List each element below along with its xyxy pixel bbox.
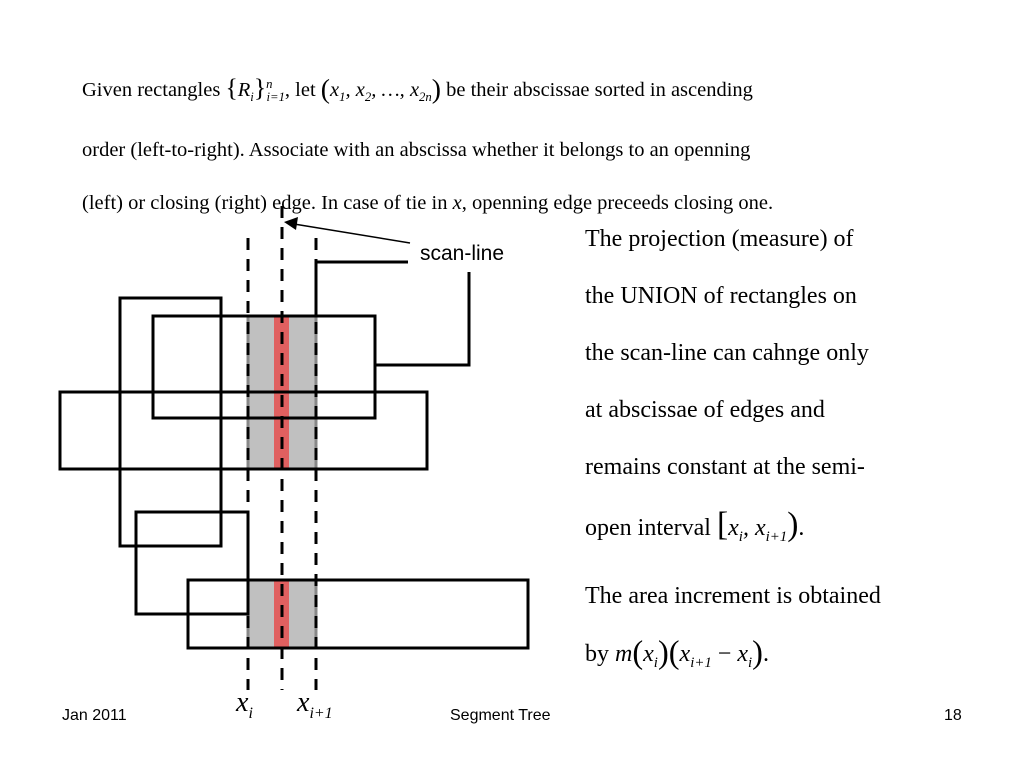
scanline-label-bracket-right bbox=[375, 272, 471, 367]
side-line-5: remains constant at the semi- bbox=[585, 454, 865, 480]
side-line-3: the scan-line can cahnge only bbox=[585, 340, 869, 366]
rectangles-diagram: scan-line xi xi+1 bbox=[58, 206, 530, 722]
scanline-label: scan-line bbox=[420, 242, 504, 265]
scanline-arrow-line bbox=[293, 223, 411, 244]
rect-set: {Ri}ni=1 bbox=[225, 72, 285, 104]
side-line-4: at abscissae of edges and bbox=[585, 397, 825, 423]
side-line-1: The projection (measure) of bbox=[585, 226, 854, 252]
intro-line-2: order (left-to-right). Associate with an… bbox=[82, 138, 751, 161]
xi-label: xi bbox=[235, 687, 253, 722]
side-line-6: open interval [xi, xi+1). bbox=[585, 506, 805, 545]
area-formula: m(xi)(xi+1 − xi) bbox=[615, 635, 763, 671]
intro-paragraph: Given rectangles {Ri}ni=1, let (x1, x2, … bbox=[82, 58, 962, 230]
intro-line1-rest: be their abscissae sorted in ascending bbox=[446, 78, 753, 101]
abscissa-tuple: (x1, x2, …, x2n) bbox=[320, 72, 441, 104]
intro-let: , let bbox=[284, 78, 316, 101]
rect-4 bbox=[134, 510, 250, 616]
semi-open-interval: [xi, xi+1) bbox=[716, 506, 799, 545]
intro-line-1: Given rectangles {Ri}ni=1, let (x1, x2, … bbox=[82, 58, 962, 124]
footer-page-number: 18 bbox=[944, 707, 962, 724]
scanline-label-bracket bbox=[314, 260, 408, 316]
projection-explanation: The projection (measure) of the UNION of… bbox=[585, 211, 945, 566]
area-explanation: The area increment is obtained by m(xi)(… bbox=[585, 568, 945, 692]
footer-date: Jan 2011 bbox=[62, 707, 127, 724]
intro-given: Given rectangles bbox=[82, 78, 221, 101]
area-line-2: by m(xi)(xi+1 − xi). bbox=[585, 635, 769, 671]
rect-5 bbox=[186, 578, 530, 650]
rect-1 bbox=[118, 296, 223, 548]
footer-title: Segment Tree bbox=[450, 707, 551, 724]
xi1-label: xi+1 bbox=[296, 687, 333, 722]
rect-3 bbox=[58, 390, 429, 471]
side-line-2: the UNION of rectangles on bbox=[585, 283, 857, 309]
area-line-1: The area increment is obtained bbox=[585, 583, 881, 609]
intro-line-3: (left) or closing (right) edge. In case … bbox=[82, 191, 774, 214]
scanline-arrow-head bbox=[284, 217, 298, 230]
rect-2 bbox=[151, 314, 377, 420]
